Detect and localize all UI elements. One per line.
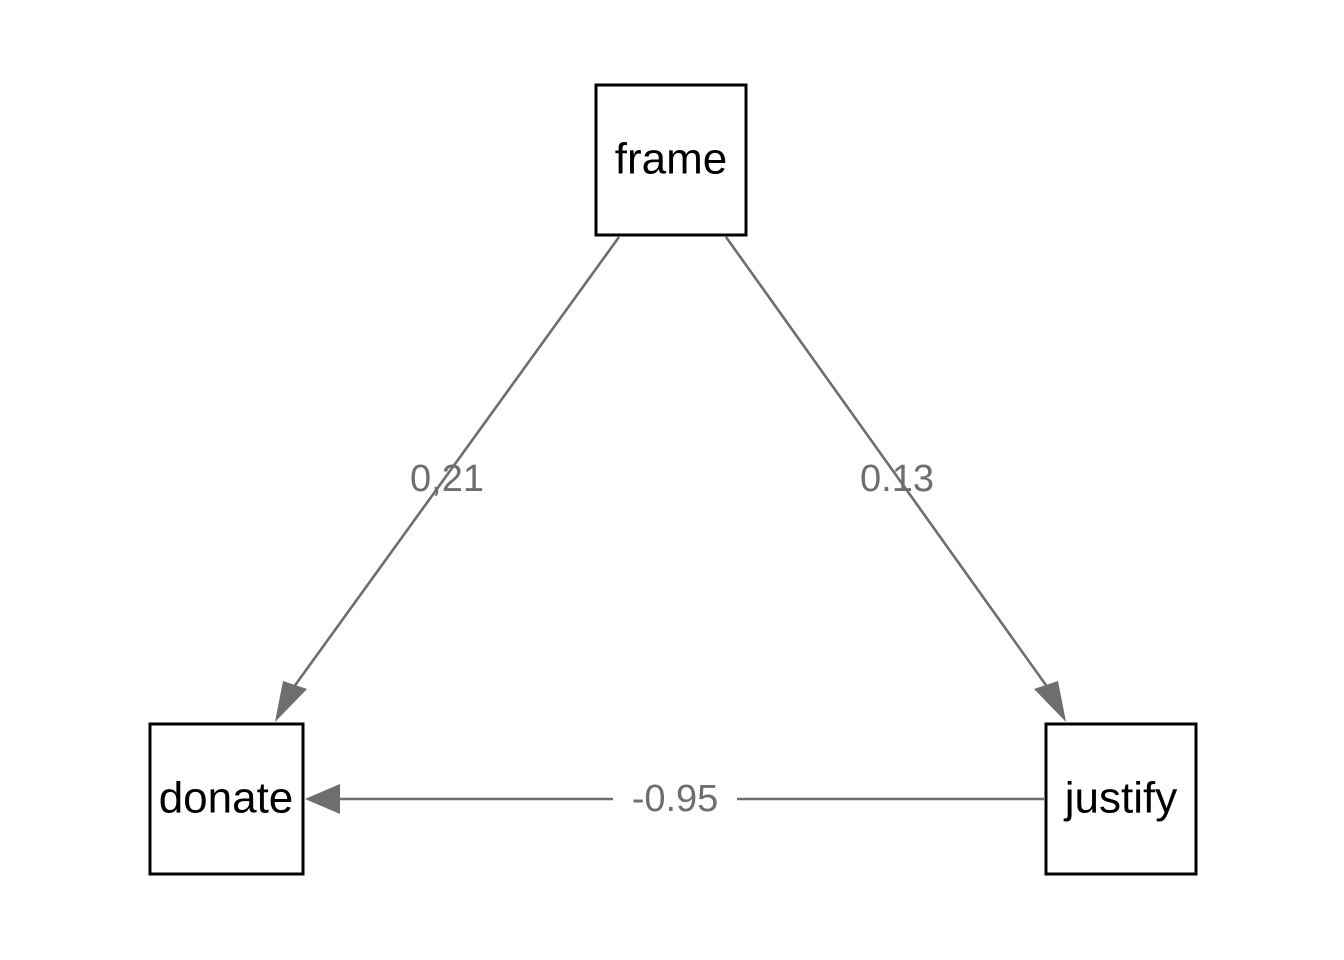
edge-label-frame-justify: 0.13 <box>860 458 934 500</box>
node-justify-box[interactable] <box>1044 722 1198 876</box>
node-justify[interactable]: justify <box>1044 722 1198 876</box>
edge-frame-to-donate <box>275 236 621 722</box>
node-donate[interactable]: donate <box>148 722 305 876</box>
node-frame[interactable]: frame <box>594 83 748 237</box>
edge-label-justify-donate: -0.95 <box>632 778 719 820</box>
node-frame-label: frame <box>615 135 727 184</box>
edge-label-frame-donate: 0,21 <box>410 458 484 500</box>
node-frame-box[interactable] <box>594 83 748 237</box>
edge-frame-to-justify <box>724 236 1066 722</box>
node-donate-label: donate <box>159 774 294 823</box>
arrowhead-justify-donate <box>305 784 340 814</box>
node-justify-label: justify <box>1063 774 1177 823</box>
edge-line-frame-donate <box>281 236 621 703</box>
arrowhead-frame-justify <box>1034 681 1066 722</box>
edge-line-frame-justify <box>724 236 1060 703</box>
edge-justify-to-donate <box>305 784 1044 814</box>
arrowhead-frame-donate <box>275 681 307 722</box>
node-donate-box[interactable] <box>148 722 305 876</box>
